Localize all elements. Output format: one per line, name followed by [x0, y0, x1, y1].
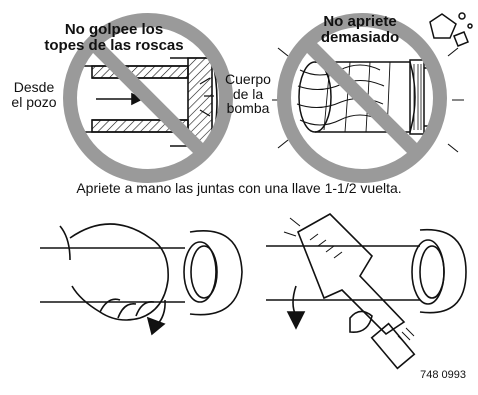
warning-line-1: No apriete: [323, 13, 397, 30]
label-line-1: Desde: [13, 79, 55, 95]
from-well-label: Desde el pozo: [4, 80, 64, 109]
instruction-caption: Apriete a mano las juntas con una llave …: [76, 180, 402, 196]
prohibition-sign-right: [277, 13, 447, 183]
warning-text-no-hit-thread-stops: No golpee los topes de las roscas: [44, 22, 184, 54]
warning-line-1: No golpee los: [64, 21, 164, 38]
wrench-tightening-illustration: [266, 213, 467, 370]
prohibition-sign-left: [63, 13, 233, 183]
warning-line-2: demasiado: [320, 28, 400, 46]
warning-line-2: topes de las roscas: [44, 36, 184, 54]
label-line-2: de la: [232, 85, 264, 102]
warning-text-no-overtighten: No apriete demasiado: [300, 14, 420, 46]
figure-number: 748 0993: [420, 369, 466, 381]
hand-tightening-illustration: [40, 223, 243, 336]
label-line-3: bomba: [226, 100, 270, 117]
label-line-1: Cuerpo: [225, 71, 271, 87]
pump-body-label: Cuerpo de la bomba: [220, 72, 276, 116]
label-line-2: el pozo: [11, 93, 57, 110]
